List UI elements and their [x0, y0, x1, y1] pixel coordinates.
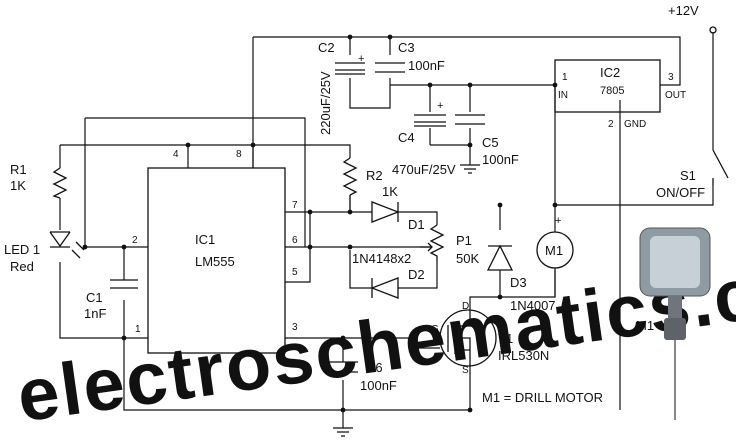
- c1-ref: C1: [86, 290, 103, 305]
- m1-photo-label: M1: [636, 318, 654, 333]
- ic1-body: [147, 167, 286, 354]
- c3-capacitor: [375, 62, 405, 73]
- c2-value: 220uF/25V: [318, 71, 333, 135]
- ic2-gnd-label: GND: [624, 119, 646, 130]
- ic2-out-label: OUT: [665, 90, 686, 101]
- m1-ref: M1: [545, 243, 563, 258]
- t1-source: S: [462, 365, 469, 376]
- ground-symbol-c6: [333, 427, 353, 437]
- c3-ref: C3: [398, 40, 415, 55]
- c2-ref: C2: [318, 40, 335, 55]
- c6-value: 100nF: [360, 378, 397, 393]
- t1-gate: G: [431, 324, 439, 335]
- d3-value: 1N4007: [510, 298, 556, 313]
- c4-value: 470uF/25V: [392, 162, 456, 177]
- t1-drain: D: [462, 301, 469, 312]
- ic2-pin-in: 1: [562, 72, 568, 83]
- ic2-ref: IC2: [600, 65, 620, 80]
- c6-capacitor: [328, 361, 358, 373]
- ic1-ref: IC1: [195, 232, 215, 247]
- r2-value: 1K: [382, 184, 398, 199]
- m1-motor: [536, 231, 574, 269]
- r2-resistor: [342, 157, 358, 196]
- ic1-value: LM555: [195, 254, 235, 269]
- led-symbol: [49, 231, 71, 248]
- d3-diode: [486, 244, 514, 271]
- s1-switch: [712, 149, 729, 185]
- ic1-pin4: 4: [173, 149, 179, 160]
- ic1-pin5: 5: [292, 267, 298, 278]
- wires: [59, 32, 714, 428]
- d2-diode: [370, 277, 399, 299]
- junctions: [82, 34, 558, 413]
- c2-plus: +: [358, 53, 364, 65]
- d1-ref: D1: [408, 217, 425, 232]
- p1-potentiometer: [429, 224, 445, 262]
- c5-ref: C5: [482, 135, 499, 150]
- t1-internals: [447, 310, 471, 365]
- t1-ref: T1: [498, 331, 513, 346]
- c5-capacitor: [455, 114, 485, 125]
- drill-motor-photo: [639, 227, 711, 420]
- ic1-pin2: 2: [132, 235, 138, 246]
- c5-value: 100nF: [482, 152, 519, 167]
- c1-value: 1nF: [84, 306, 106, 321]
- component-shapes: [49, 26, 729, 437]
- p1-wiper: [420, 242, 433, 252]
- ic2-pin-gnd: 2: [608, 119, 614, 130]
- c3-value: 100nF: [408, 58, 445, 73]
- led-arrows: [71, 241, 85, 259]
- c4-plus: +: [437, 100, 443, 112]
- ground-symbol-c5: [460, 164, 480, 174]
- r1-ref: R1: [10, 162, 27, 177]
- c4-ref: C4: [398, 130, 415, 145]
- d12-value: 1N4148x2: [352, 251, 411, 266]
- r1-resistor: [52, 167, 68, 199]
- d3-ref: D3: [510, 275, 527, 290]
- ic1-pin7: 7: [292, 200, 298, 211]
- p1-ref: P1: [456, 233, 472, 248]
- r2-ref: R2: [366, 168, 383, 183]
- c2-capacitor: [335, 62, 365, 75]
- ic1-pin1: 1: [135, 324, 141, 335]
- c4-capacitor: [414, 114, 446, 127]
- c1-capacitor: [110, 279, 138, 289]
- led-ref: LED 1: [4, 242, 40, 257]
- r1-value: 1K: [10, 178, 26, 193]
- d2-ref: D2: [408, 267, 425, 282]
- s1-ref: S1: [680, 168, 696, 183]
- t1-value: IRL530N: [498, 348, 549, 363]
- ic2-pin-out: 3: [668, 72, 674, 83]
- ic2-in-label: IN: [558, 90, 568, 101]
- p1-value: 50K: [456, 251, 479, 266]
- ic1-pin8: 8: [236, 149, 242, 160]
- ic2-value: 7805: [600, 85, 624, 97]
- supply-label: +12V: [668, 3, 699, 18]
- ic1-pin3: 3: [292, 322, 298, 333]
- m1-plus: +: [555, 215, 561, 227]
- t1-mosfet: [439, 309, 497, 367]
- ic1-pin6: 6: [292, 235, 298, 246]
- supply-terminal: [709, 26, 717, 34]
- s1-value: ON/OFF: [656, 185, 705, 200]
- led-value: Red: [10, 259, 34, 274]
- d1-diode: [371, 201, 400, 223]
- c6-ref: C6: [366, 360, 383, 375]
- drill-motor-note: M1 = DRILL MOTOR: [482, 390, 603, 405]
